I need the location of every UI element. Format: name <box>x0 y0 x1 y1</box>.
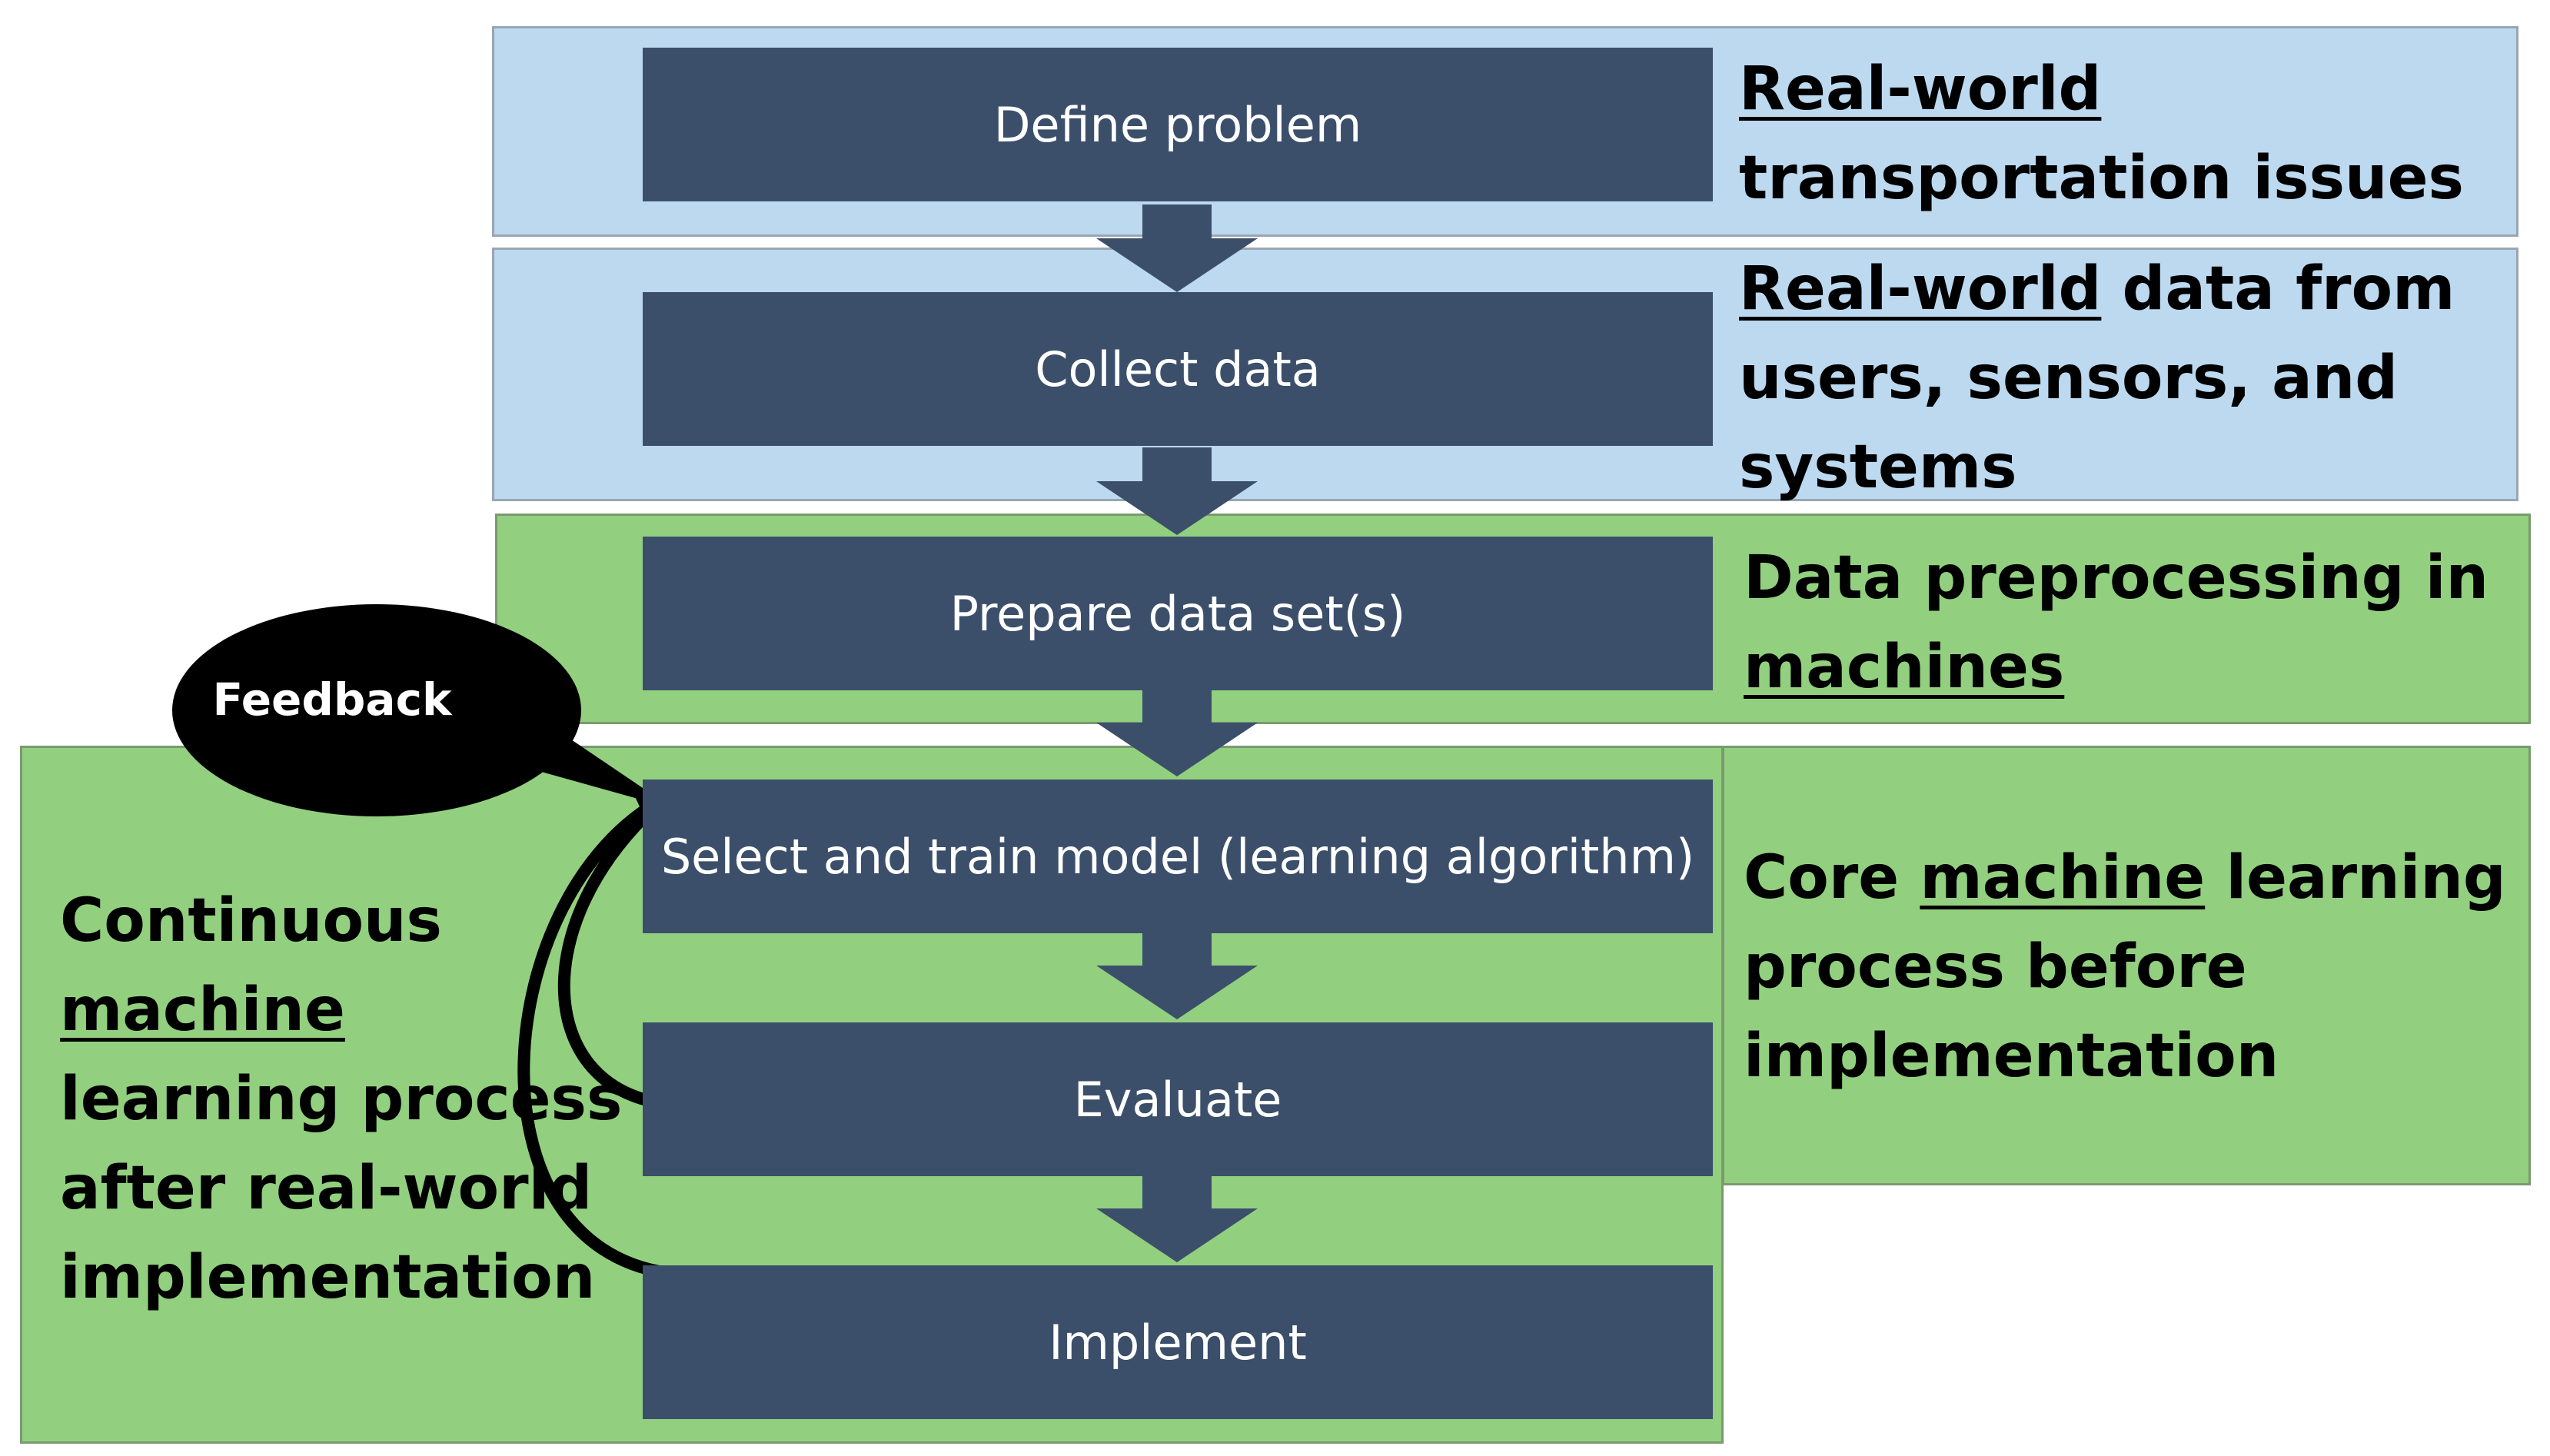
desc-core-pre: Core <box>1744 843 1920 912</box>
desc-core-underlined: machine <box>1920 843 2206 912</box>
desc-prepare-line1: Data preprocessing in <box>1744 544 2489 613</box>
desc-core-line3: implementation <box>1744 1022 2279 1091</box>
step-define-problem: Define problem <box>643 48 1713 201</box>
feedback-curve-evaluate <box>557 793 675 1110</box>
desc-collect-rest: data from <box>2101 254 2455 324</box>
desc-collect-line2: users, sensors, and <box>1739 344 2399 413</box>
step-implement: Implement <box>643 1265 1713 1419</box>
feedback-label: Feedback <box>212 673 452 726</box>
desc-continuous-line1: Continuous <box>60 886 442 956</box>
desc-collect-line3: systems <box>1739 433 2017 502</box>
desc-core-post: learning <box>2205 843 2506 912</box>
desc-core-line2: process before <box>1744 932 2247 1002</box>
arrow-2-3 <box>1096 447 1258 535</box>
desc-prepare-underlined: machines <box>1744 633 2065 702</box>
desc-prepare: Data preprocessing in machines <box>1744 534 2488 712</box>
step-prepare-data: Prepare data set(s) <box>643 537 1713 690</box>
desc-collect: Real-world data from users, sensors, and… <box>1739 244 2455 512</box>
desc-continuous: Continuous machine learning process afte… <box>60 876 622 1322</box>
desc-problem-underlined: Real-world <box>1739 55 2102 124</box>
arrow-3-4 <box>1096 690 1258 776</box>
desc-continuous-underlined: machine <box>60 976 345 1045</box>
arrow-1-2 <box>1096 204 1258 292</box>
band-core <box>1722 746 2531 1185</box>
feedback-curve-implement <box>517 793 675 1279</box>
step-collect-data: Collect data <box>643 292 1713 446</box>
desc-continuous-line3: learning process <box>60 1065 623 1134</box>
feedback-bubble <box>172 604 581 816</box>
step-evaluate: Evaluate <box>643 1022 1713 1176</box>
step-select-train-model: Select and train model (learning algorit… <box>643 780 1713 933</box>
arrow-4-5 <box>1096 933 1258 1019</box>
arrow-5-6 <box>1096 1176 1258 1262</box>
desc-continuous-line4: after real-world <box>60 1154 593 1223</box>
desc-problem: Real-world transportation issues <box>1739 45 2464 223</box>
desc-collect-underlined: Real-world <box>1739 254 2102 324</box>
feedback-bubble-tail <box>530 738 673 809</box>
desc-continuous-line5: implementation <box>60 1243 596 1312</box>
desc-problem-line2: transportation issues <box>1739 144 2464 213</box>
desc-core: Core machine learning process before imp… <box>1744 833 2506 1101</box>
